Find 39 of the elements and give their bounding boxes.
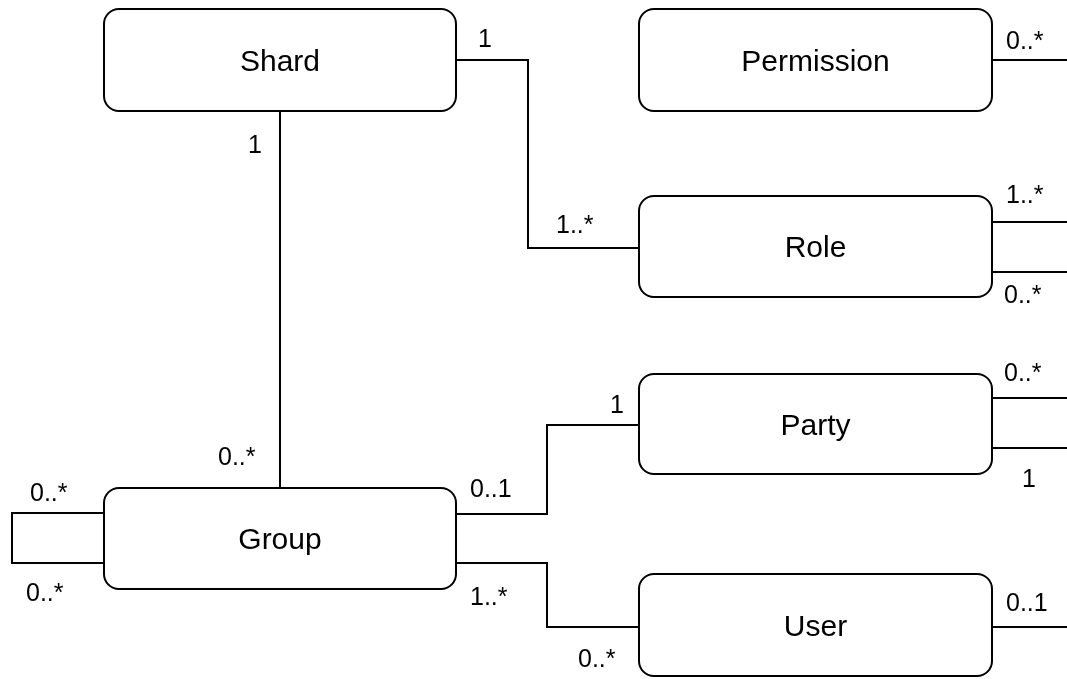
multiplicity-label: 1..* xyxy=(556,212,594,237)
multiplicity-label: 1 xyxy=(610,392,624,417)
connector-line xyxy=(992,397,1067,399)
connector-line xyxy=(992,271,1067,273)
multiplicity-label: 0..* xyxy=(1004,360,1042,385)
class-box xyxy=(638,8,993,112)
connector-line xyxy=(456,59,639,249)
connector-line xyxy=(456,424,639,515)
class-name: Party xyxy=(780,406,851,443)
multiplicity-label: 1..* xyxy=(470,584,508,609)
multiplicity-label: 1..* xyxy=(1006,182,1044,207)
class-box xyxy=(103,8,457,112)
multiplicity-label: 0..* xyxy=(1004,282,1042,307)
multiplicity-label: 0..1 xyxy=(470,476,512,501)
connector-line xyxy=(992,59,1067,61)
class-box xyxy=(638,195,993,298)
class-name: Role xyxy=(784,229,847,265)
multiplicity-label: 1 xyxy=(478,26,492,51)
multiplicity-label: 0..1 xyxy=(1006,590,1048,615)
class-name: User xyxy=(783,607,848,644)
connector-line xyxy=(456,562,639,628)
connector-line xyxy=(992,221,1067,223)
multiplicity-label: 0..* xyxy=(1006,28,1044,53)
class-box xyxy=(638,373,993,475)
multiplicity-label: 1 xyxy=(1022,466,1036,491)
class-box xyxy=(103,487,457,590)
connector-line xyxy=(279,111,281,488)
multiplicity-label: 0..* xyxy=(26,580,64,605)
multiplicity-label: 0..* xyxy=(218,444,256,469)
connector-line xyxy=(11,512,104,564)
class-box xyxy=(638,573,993,677)
connector-line xyxy=(992,447,1067,449)
multiplicity-label: 0..* xyxy=(30,480,68,505)
connector-line xyxy=(992,626,1067,628)
multiplicity-label: 0..* xyxy=(578,646,616,671)
multiplicity-label: 1 xyxy=(248,132,262,157)
class-name: Permission xyxy=(741,42,890,79)
class-name: Shard xyxy=(239,42,321,79)
class-name: Group xyxy=(238,521,322,557)
